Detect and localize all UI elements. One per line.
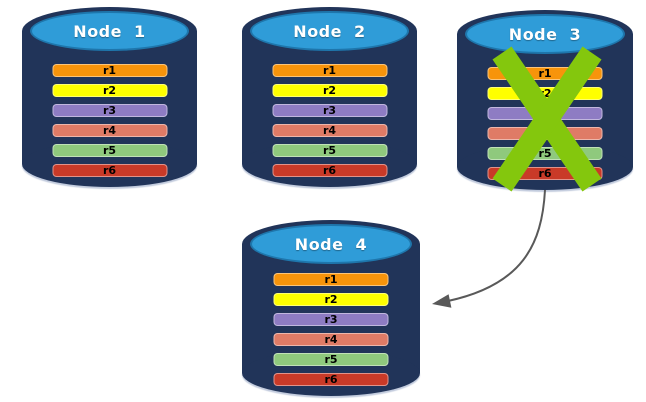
row-label: r1 (322, 64, 337, 77)
node-3-row-r6: r6 (487, 167, 603, 180)
node-2-cylinder: Node 2 r1 r2 r3 r4 r5 r6 (242, 7, 417, 187)
row-label: r6 (538, 167, 552, 180)
row-label: r1 (102, 64, 117, 77)
node-1-row-r1: r1 (52, 64, 167, 77)
row-label: r3 (102, 104, 117, 117)
failover-arrow-curve (447, 189, 546, 302)
row-label: r4 (322, 124, 337, 137)
row-label: r3 (322, 104, 337, 117)
row-label: r2 (324, 293, 338, 306)
node-2-row-r5: r5 (272, 144, 387, 157)
row-label: r4 (324, 333, 338, 346)
node-2-row-r1: r1 (272, 64, 387, 77)
node-2-title: Node 2 (293, 21, 366, 41)
node-3-row-r3: r3 (487, 107, 603, 120)
node-3-rows: r1 r2 r3 r4 r5 r6 (487, 67, 603, 180)
node-3-row-r1: r1 (487, 67, 603, 80)
node-4-row-r2: r2 (273, 293, 389, 306)
row-label: r5 (324, 353, 338, 366)
node-4-row-r5: r5 (273, 353, 389, 366)
row-label: r3 (324, 313, 338, 326)
failover-arrow (432, 189, 546, 308)
node-4-cylinder: Node 4 r1 r2 r3 r4 r5 r6 (242, 220, 420, 396)
node-2-row-r2: r2 (272, 84, 387, 97)
node-2-row-r6: r6 (272, 164, 387, 177)
row-label: r1 (538, 67, 552, 80)
row-label: r6 (322, 164, 337, 177)
node-4-row-r6: r6 (273, 373, 389, 386)
row-label: r3 (538, 107, 552, 120)
node-4-cylinder-top: Node 4 (250, 224, 412, 264)
row-label: r6 (324, 373, 338, 386)
node-1-cylinder: Node 1 r1 r2 r3 r4 r5 r6 (22, 7, 197, 187)
node-1-row-r4: r4 (52, 124, 167, 137)
row-label: r2 (102, 84, 117, 97)
node-1-cylinder-top: Node 1 (30, 11, 189, 51)
node-1-row-r3: r3 (52, 104, 167, 117)
node-3-title: Node 3 (508, 24, 582, 44)
row-label: r4 (102, 124, 117, 137)
node-3-cylinder-top: Node 3 (465, 14, 625, 54)
row-label: r5 (322, 144, 337, 157)
node-1-rows: r1 r2 r3 r4 r5 r6 (52, 64, 167, 177)
node-3-row-r5: r5 (487, 147, 603, 160)
row-label: r5 (538, 147, 552, 160)
node-1-row-r2: r2 (52, 84, 167, 97)
node-3-row-r4: r4 (487, 127, 603, 140)
row-label: r2 (538, 87, 552, 100)
node-1-row-r6: r6 (52, 164, 167, 177)
node-4-row-r1: r1 (273, 273, 389, 286)
node-3-row-r2: r2 (487, 87, 603, 100)
row-label: r4 (538, 127, 552, 140)
node-3-cylinder: Node 3 r1 r2 r3 r4 r5 r6 (457, 10, 633, 190)
node-2-row-r4: r4 (272, 124, 387, 137)
node-1-title: Node 1 (73, 21, 146, 41)
node-2-cylinder-top: Node 2 (250, 11, 409, 51)
node-2-row-r3: r3 (272, 104, 387, 117)
failover-arrow-head (432, 294, 452, 308)
row-label: r1 (324, 273, 338, 286)
row-label: r2 (322, 84, 337, 97)
node-4-title: Node 4 (294, 234, 368, 254)
node-1-row-r5: r5 (52, 144, 167, 157)
row-label: r6 (102, 164, 117, 177)
node-4-row-r4: r4 (273, 333, 389, 346)
node-2-rows: r1 r2 r3 r4 r5 r6 (272, 64, 387, 177)
node-4-rows: r1 r2 r3 r4 r5 r6 (273, 273, 389, 386)
node-4-row-r3: r3 (273, 313, 389, 326)
row-label: r5 (102, 144, 117, 157)
